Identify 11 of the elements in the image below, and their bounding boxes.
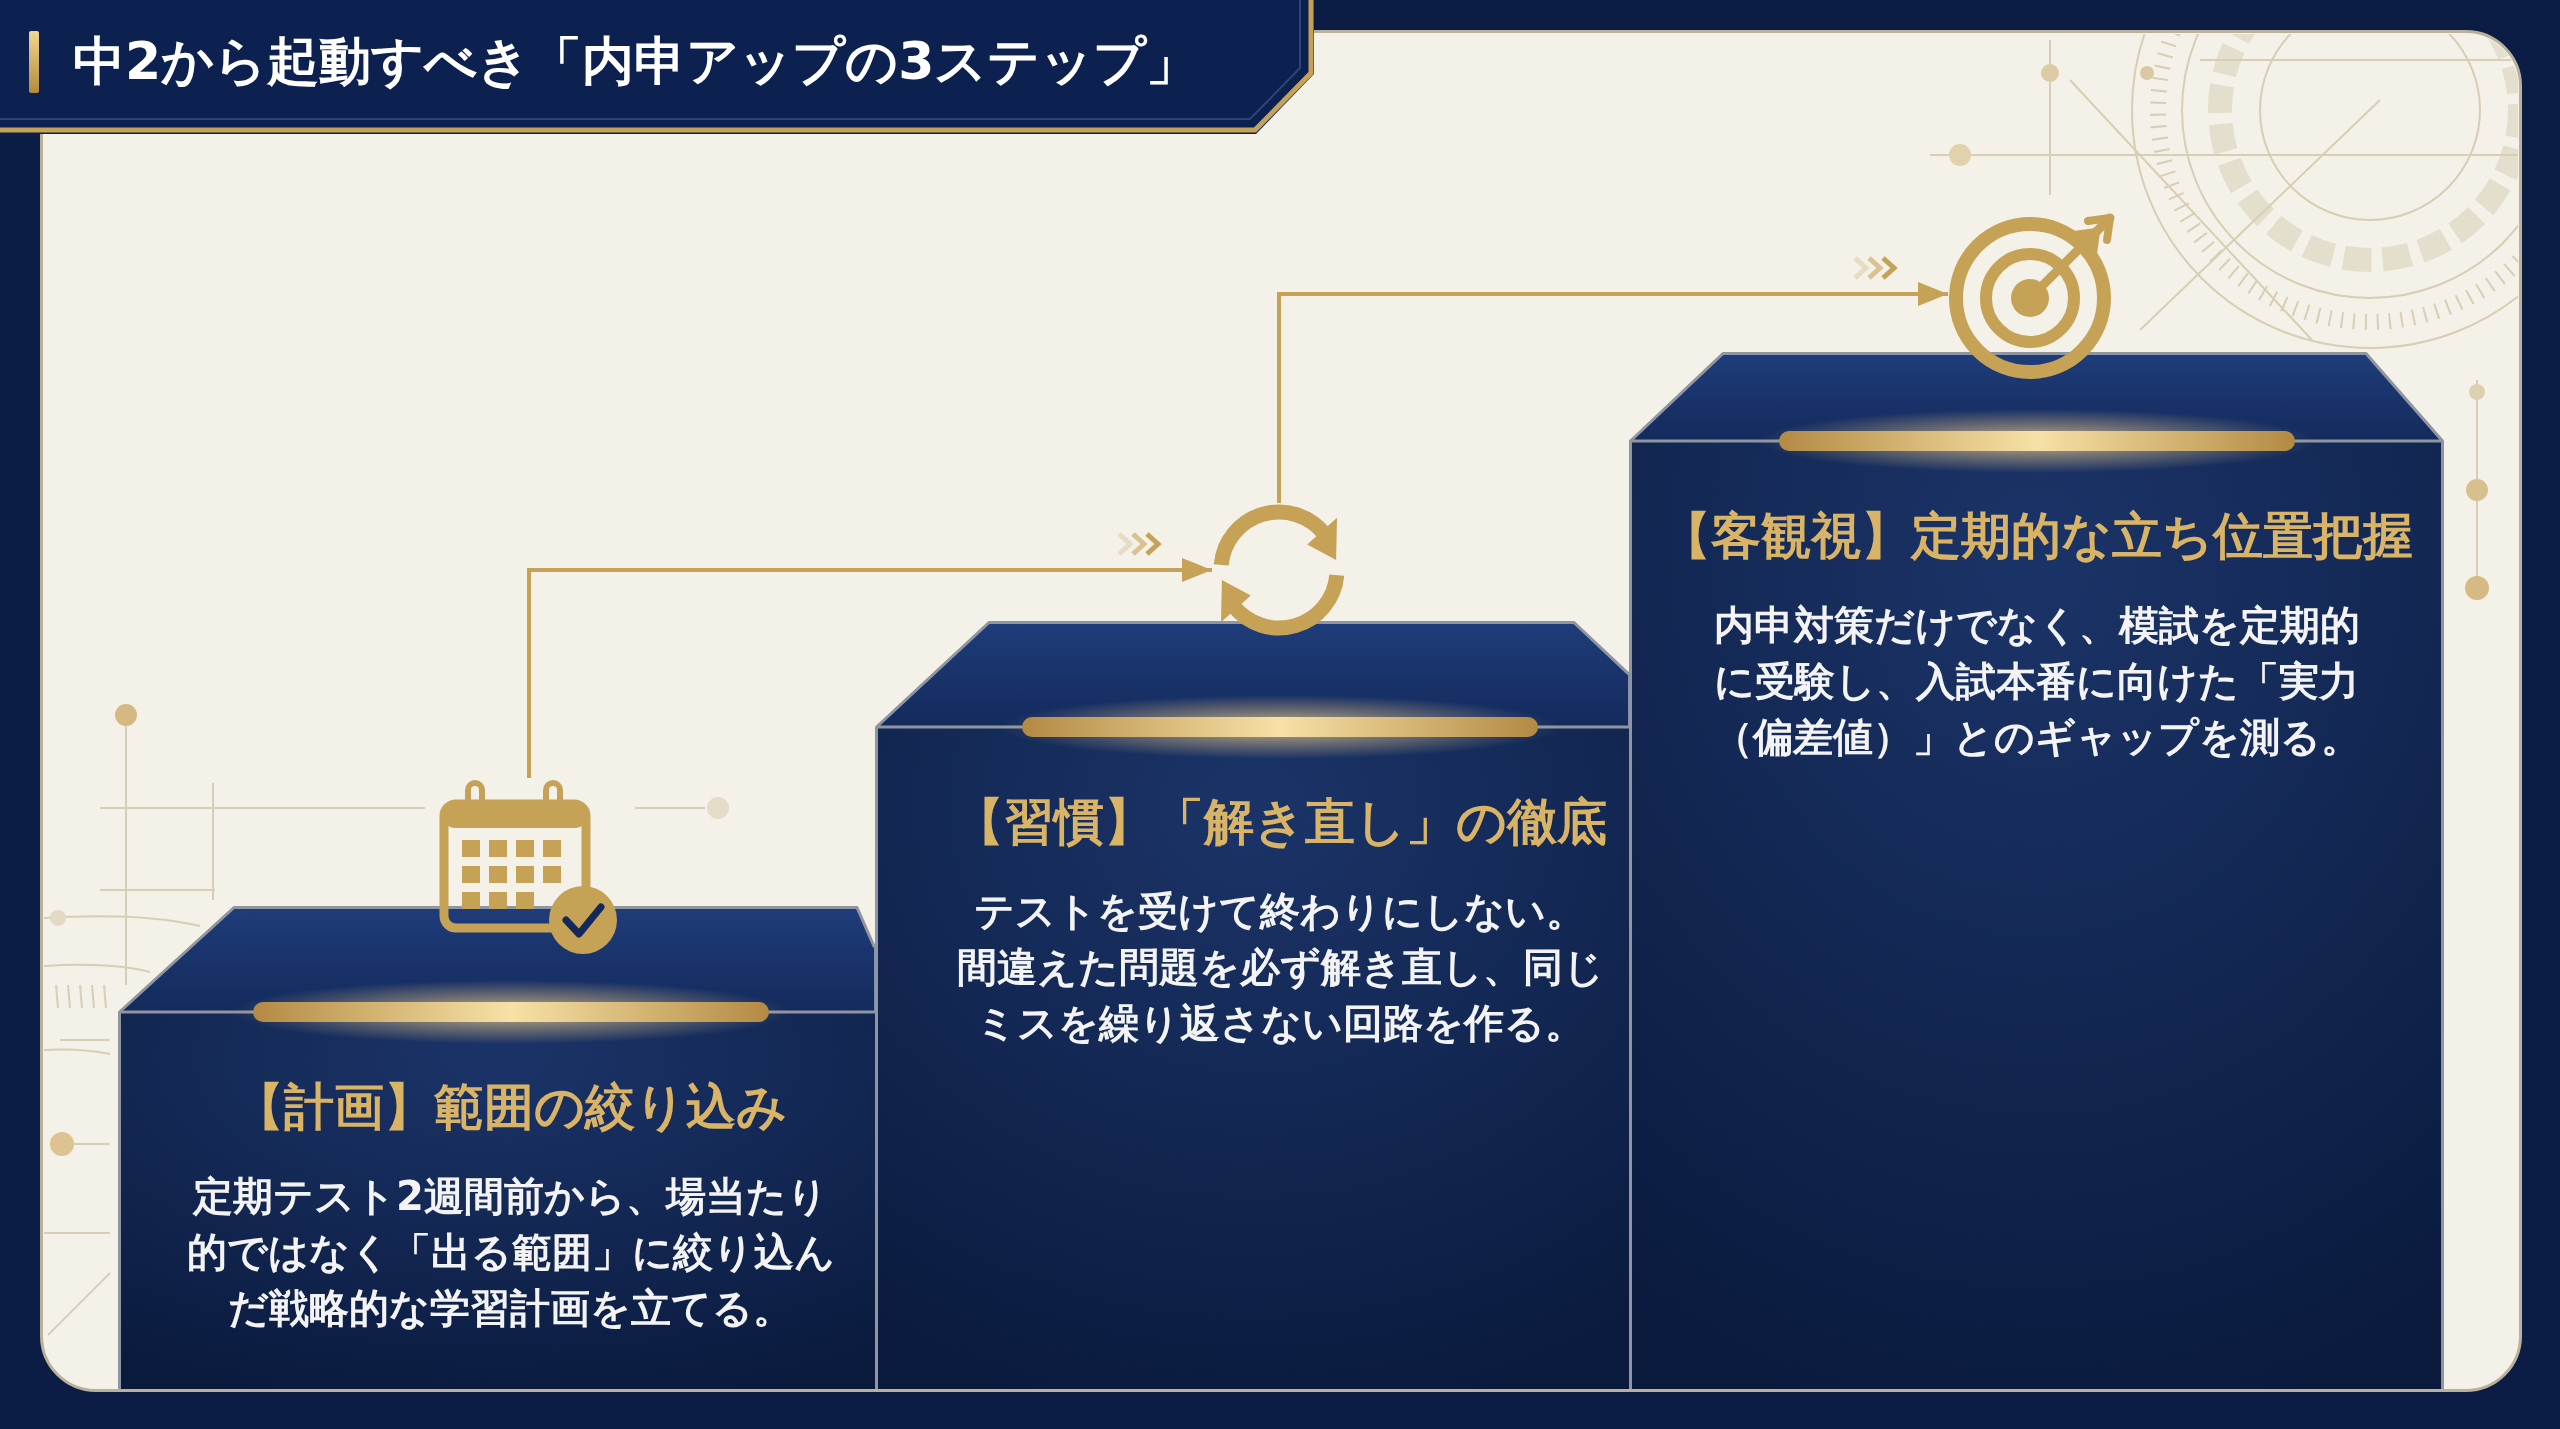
step-description: 定期テスト2週間前から、場当たり的ではなく「出る範囲」に絞り込んだ戦略的な学習計画を立てる。 <box>186 1172 835 1333</box>
arrow <box>1277 282 1948 503</box>
step-heading: 【計画】範囲の絞り込み <box>234 1077 787 1137</box>
calendar-icon <box>438 778 620 957</box>
step-heading: 【客観視】定期的な立ち位置把握 <box>1660 506 2413 566</box>
arrow <box>527 558 1212 778</box>
page-title: 中2から起動すべき「内申アップの3ステップ」 <box>73 30 1199 93</box>
step-description: 内申対策だけでなく、模試を定期的に受験し、入試本番に向けた「実力（偏差値）」とのギャップを測る。 <box>1712 601 2361 762</box>
step-description: テストを受けて終わりにしない。間違えた問題を必ず解き直し、同じミスを繰り返さない回路を作る。 <box>956 887 1604 1048</box>
refresh-icon <box>1212 503 1346 637</box>
step-heading: 【習慣】「解き直し」の徹底 <box>953 792 1607 852</box>
